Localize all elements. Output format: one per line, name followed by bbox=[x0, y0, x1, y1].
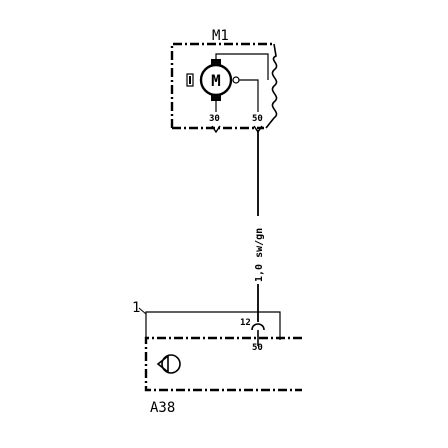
module-boundary bbox=[144, 336, 302, 392]
module-pin-12-label: 12 bbox=[240, 318, 251, 328]
module-component-a38: 1 12 50 A38 bbox=[132, 300, 302, 416]
module-sensor-icon-ring bbox=[161, 354, 181, 374]
motor-contact-circle bbox=[232, 76, 240, 84]
wire-m1-to-a38: 1,0 sw/gn bbox=[251, 130, 265, 322]
module-pin-50-label: 50 bbox=[252, 343, 263, 353]
motor-pin-30-label: 30 bbox=[209, 114, 220, 124]
module-callout-number: 1 bbox=[132, 300, 140, 316]
motor-symbol-letter: M bbox=[211, 71, 221, 90]
motor-boundary-break bbox=[265, 43, 278, 129]
motor-component-m1: M M1 30 50 bbox=[170, 28, 278, 134]
motor-pin-30-connector bbox=[211, 125, 221, 134]
wire-label: 1,0 sw/gn bbox=[254, 228, 265, 282]
motor-brush-bottom bbox=[211, 94, 221, 101]
motor-symbol-circle bbox=[199, 63, 233, 97]
motor-designation: M1 bbox=[212, 28, 229, 44]
motor-pin-50-label: 50 bbox=[252, 114, 263, 124]
motor-switch-icon-fill bbox=[189, 76, 191, 84]
motor-internal-wire-right bbox=[236, 79, 259, 112]
motor-internal-wire-top bbox=[215, 53, 269, 80]
wire-label-background bbox=[251, 216, 265, 284]
module-designation: A38 bbox=[150, 400, 175, 416]
module-callout-bracket bbox=[145, 311, 281, 340]
module-callout-leader bbox=[138, 307, 147, 315]
module-connector bbox=[251, 323, 265, 331]
motor-brush-top bbox=[211, 59, 221, 66]
